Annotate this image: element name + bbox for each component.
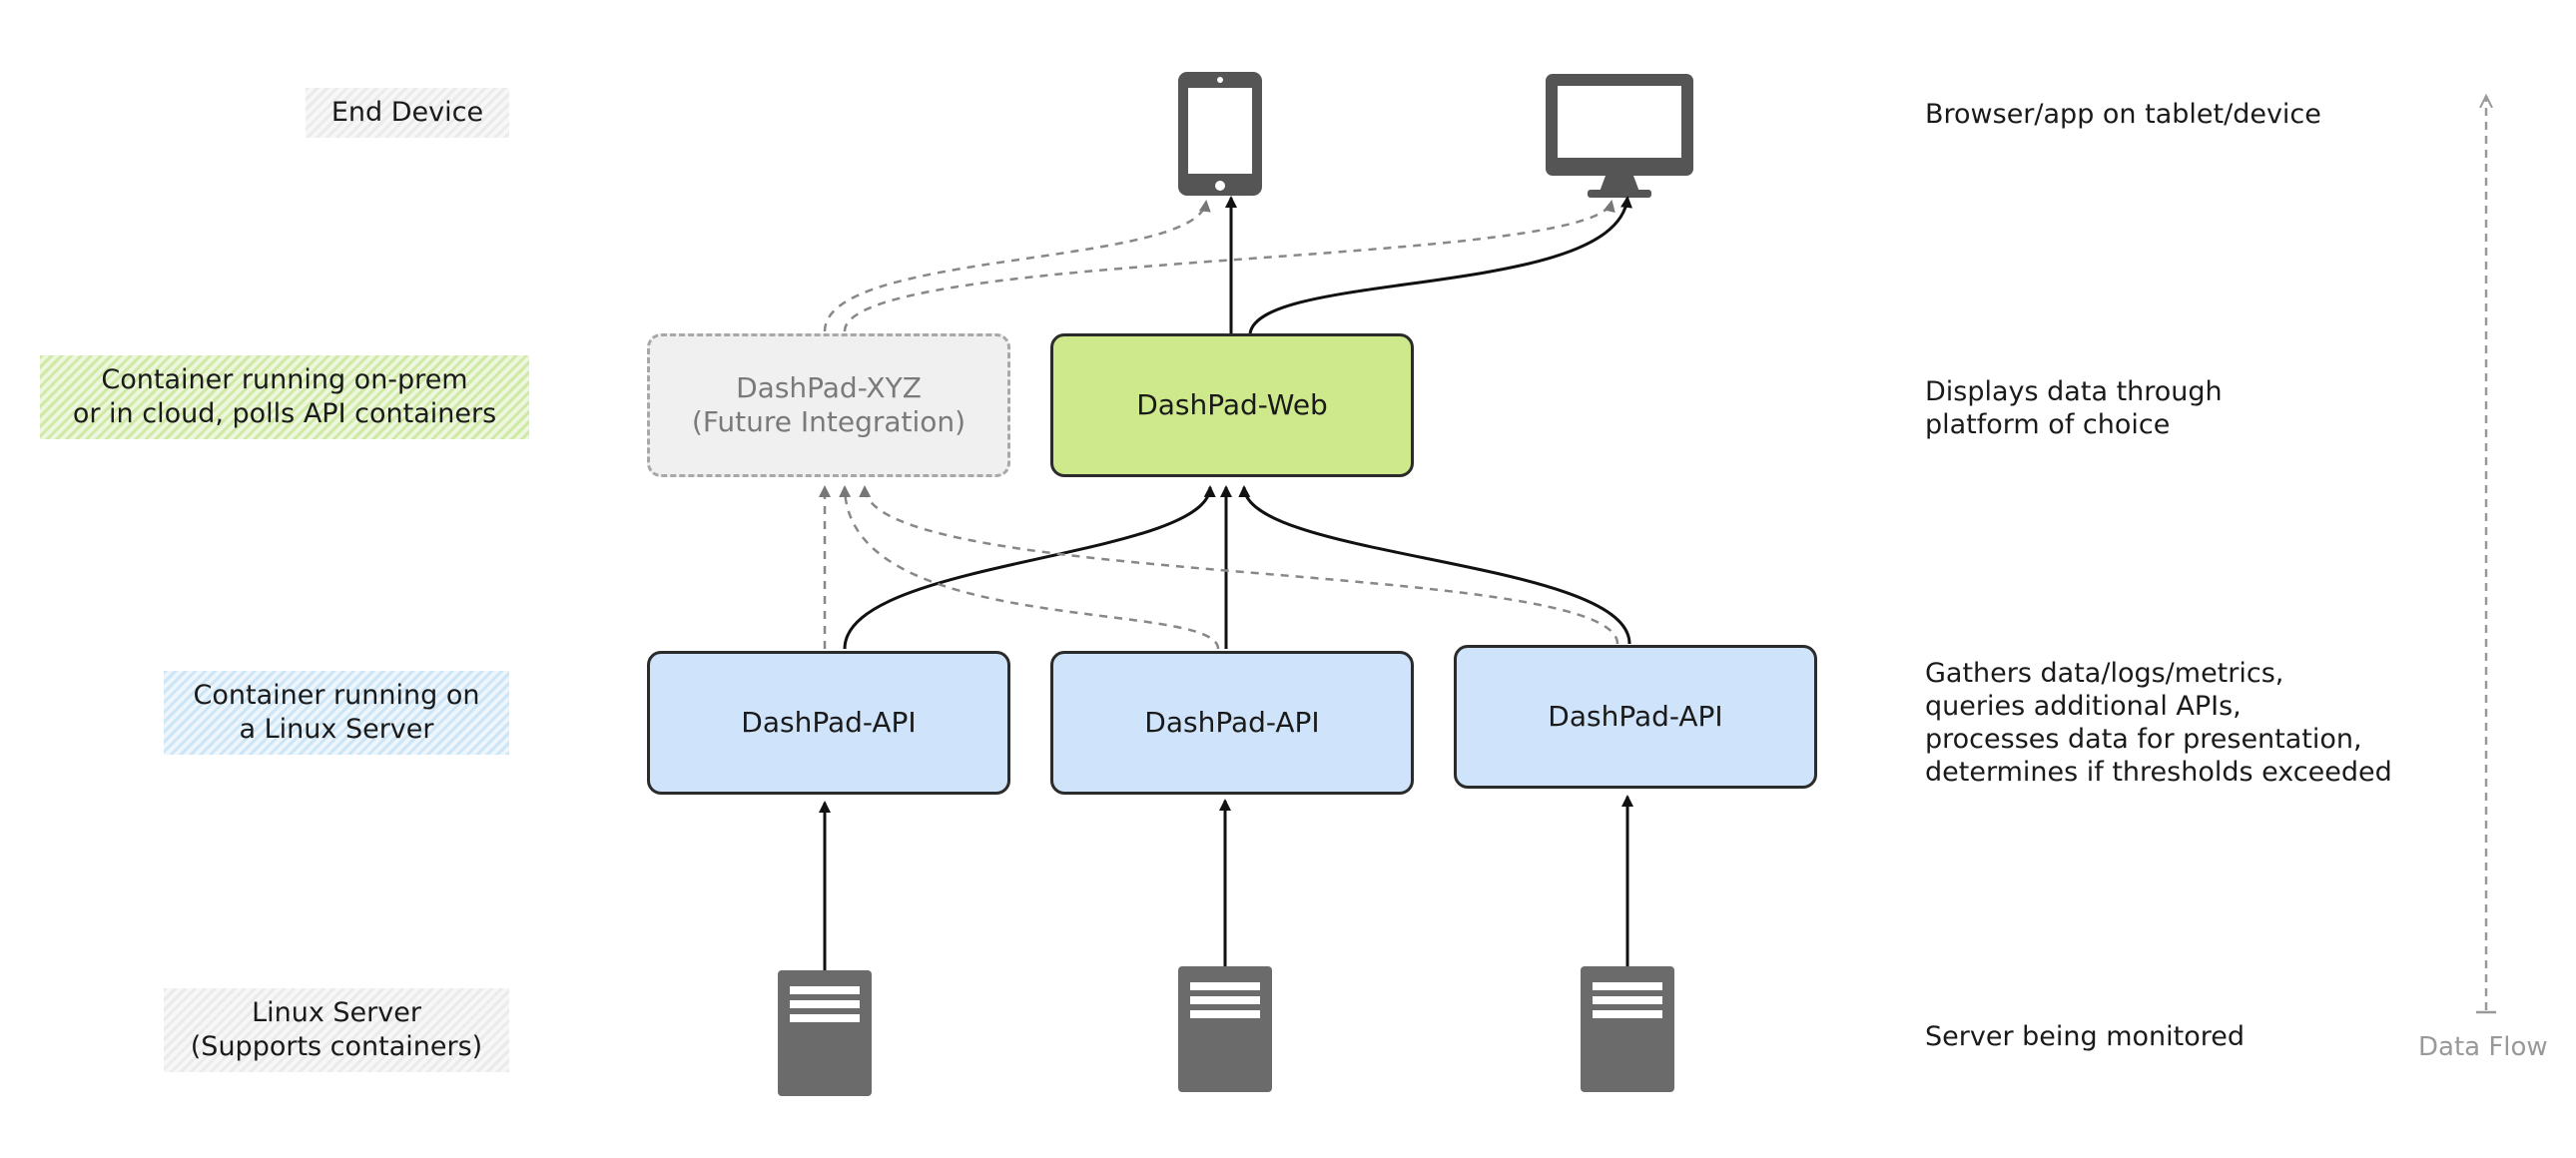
api-to-web-arrow [1238,485,1631,645]
api-to-web-arrow [843,485,1216,650]
web-to-monitor-arrow [1248,196,1632,334]
dashpad-api-node: DashPad-API [1454,645,1817,789]
description-linux-server: Server being monitored [1925,1021,2246,1052]
dashpad-api-node: DashPad-API [647,651,1010,795]
layer-label-container: Container running on-prem or in cloud, p… [40,355,529,439]
xyz-to-monitor-arrow [843,200,1615,332]
layer-label-end-device: End Device [306,88,509,138]
tablet-icon [1178,72,1262,196]
dashpad-xyz-node: DashPad-XYZ (Future Integration) [647,333,1010,477]
server-icon [1581,966,1674,1092]
description-api-container: Gathers data/logs/metrics, queries addit… [1925,658,2392,788]
dashpad-api-node: DashPad-API [1050,651,1414,795]
xyz-to-tablet-arrow [823,200,1211,332]
layer-label-linux-server: Linux Server (Supports containers) [164,988,509,1072]
server-icon [778,970,872,1096]
layer-label-api-container: Container running on a Linux Server [164,671,509,755]
data-flow-label: Data Flow [2418,1032,2548,1062]
monitor-icon [1546,74,1693,198]
dashpad-web-node: DashPad-Web [1050,333,1414,477]
description-container: Displays data through platform of choice [1925,376,2223,440]
server-icon [1178,966,1272,1092]
api-to-xyz-arrow [839,485,1220,650]
api-to-xyz-arrow [859,485,1619,645]
description-end-device: Browser/app on tablet/device [1925,99,2321,130]
